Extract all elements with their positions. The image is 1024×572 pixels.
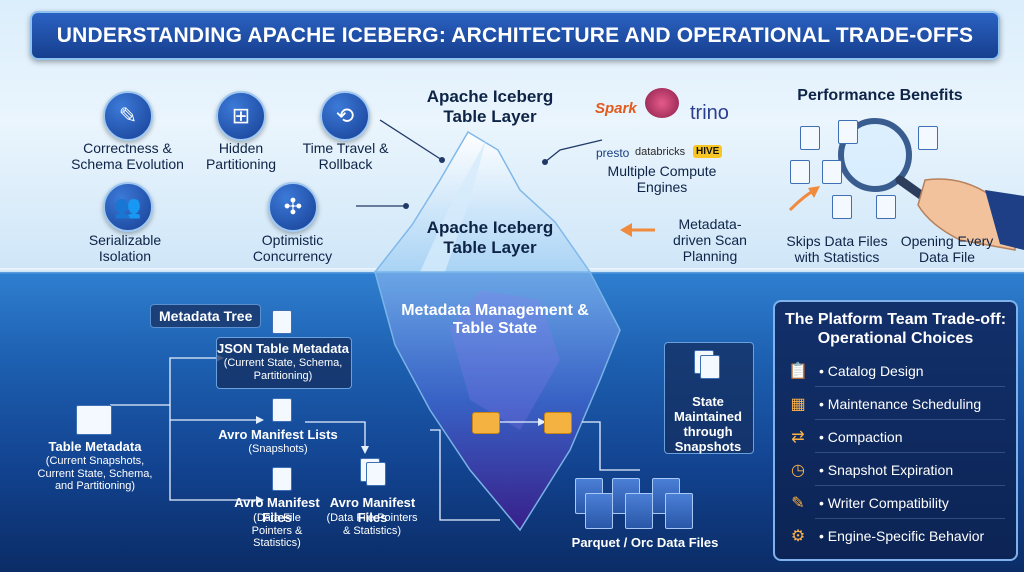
data-file-icon [876,195,896,219]
table-metadata-icon [76,405,112,435]
trino-logo: trino [690,102,729,124]
data-file-icon [838,120,858,144]
metadata-tree-label: Metadata Tree [150,304,262,328]
engines-label: Multiple Compute Engines [607,163,717,196]
skip-files-label: Skips Data Files with Statistics [786,233,888,266]
platform-item-writer: ✎• Writer Compatibility [787,492,1012,514]
parquet-file-icon [665,493,693,529]
data-file-icon [790,160,810,184]
calendar-icon: ▦ [790,396,806,413]
snapshots-label: State Maintained through Snapshots [674,394,742,454]
snapshot-file-icon [700,355,720,379]
platform-item-catalog: 📋• Catalog Design [787,360,1012,382]
platform-item-engine: ⚙• Engine-Specific Behavior [787,525,1012,547]
json-file-icon [272,310,292,334]
platform-item-label: Engine-Specific Behavior [827,528,985,544]
data-files-label: Parquet / Orc Data Files [571,535,719,550]
page-title: UNDERSTANDING APACHE ICEBERG: ARCHITECTU… [56,23,974,47]
engine-badge-icon [645,88,679,118]
platform-item-label: Maintenance Scheduling [827,396,982,412]
platform-item-snapshot: ◷• Snapshot Expiration [787,459,1012,481]
users-icon: 👥 [103,182,153,232]
manifest-file-icon [272,467,292,491]
platform-item-label: Catalog Design [827,363,924,379]
manifest-file-icon [366,462,386,486]
history-clock-icon: ⟲ [320,91,370,141]
manifest-files-b-title: Avro Manifest Files [329,495,416,525]
manifest-list-icon [272,398,292,422]
manifest-lists-sub: (Snapshots) [248,443,308,455]
json-metadata-title: JSON Table Metadata [217,341,349,356]
data-file-icon [918,126,938,150]
manifest-lists-title: Avro Manifest Lists [218,427,338,442]
manifest-files-b-sub: (Data File Pointers & Statistics) [326,512,418,537]
presto-logo: presto [596,146,630,160]
schema-edit-icon: ✎ [103,91,153,141]
magnifier [838,118,912,192]
feature-isolation: Serializable Isolation [88,232,162,265]
metadata-scan-label: Metadata-driven Scan Planning [673,216,747,265]
table-layer-mid-label: Apache Iceberg Table Layer [426,218,554,257]
manifest-files-a-title: Avro Manifest Files [234,495,320,525]
hive-logo: HIVE [693,145,723,158]
compaction-icon: ⇄ [791,429,805,446]
gear-icon: ⚙ [790,528,806,545]
platform-item-label: Compaction [827,429,903,445]
json-metadata-sub: (Current State, Schema, Partitioning) [223,357,343,382]
platform-tradeoff-panel: The Platform Team Trade-off: Operational… [773,300,1018,561]
hierarchy-icon: ⊞ [216,91,266,141]
folder-icon [544,412,572,434]
platform-item-label: Writer Compatibility [827,495,949,511]
clipboard-icon: 📋 [788,363,808,380]
json-metadata-card [216,337,352,389]
manifest-files-a-sub: (Data File Pointers & Statistics) [251,512,303,550]
expire-clock-icon: ◷ [791,462,805,479]
table-metadata-sub: (Current Snapshots, Current State, Schem… [37,455,153,493]
platform-item-label: Snapshot Expiration [827,462,954,478]
data-file-icon [800,126,820,150]
table-layer-top-label: Apache Iceberg Table Layer [426,87,554,126]
table-metadata-title: Table Metadata [48,439,142,454]
pencil-icon: ✎ [791,495,805,512]
feature-partitioning: Hidden Partitioning [205,140,277,173]
platform-title: The Platform Team Trade-off: Operational… [784,311,1007,348]
feature-time-travel: Time Travel & Rollback [302,140,389,173]
arrows-compass-icon: ✣ [268,182,318,232]
feature-correctness: Correctness & Schema Evolution [71,140,184,173]
spark-logo: Spark [595,100,637,117]
title-banner: UNDERSTANDING APACHE ICEBERG: ARCHITECTU… [30,11,1000,60]
databricks-logo: databricks [635,146,686,158]
data-file-icon [832,195,852,219]
folder-icon [472,412,500,434]
platform-item-maintenance: ▦• Maintenance Scheduling [787,393,1012,415]
parquet-file-icon [625,493,653,529]
opening-files-label: Opening Every Data File [900,233,994,266]
metadata-management-label: Metadata Management & Table State [401,302,589,338]
platform-item-compaction: ⇄• Compaction [787,426,1012,448]
data-file-icon [822,160,842,184]
parquet-file-icon [585,493,613,529]
iceberg-body [374,271,621,532]
feature-concurrency: Optimistic Concurrency [252,232,333,265]
performance-title: Performance Benefits [797,87,963,104]
